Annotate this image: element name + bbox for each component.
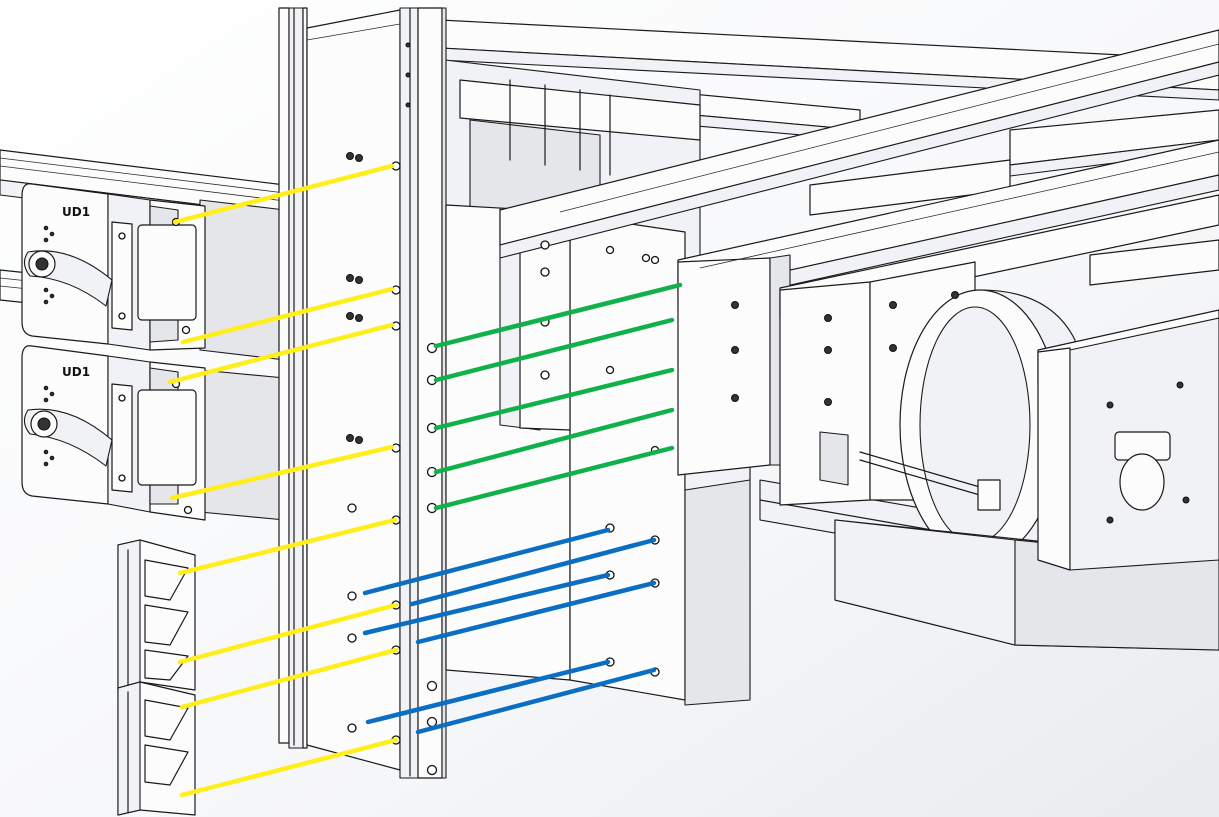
unit-label-upper: UD1 bbox=[62, 205, 90, 219]
yellow-connector-line-3 bbox=[167, 322, 395, 385]
blue-connector-line-4 bbox=[415, 580, 657, 645]
yellow-connector-line-8 bbox=[179, 737, 399, 798]
green-connector-line-1 bbox=[433, 282, 683, 349]
cable-bracket-lower bbox=[117, 681, 196, 816]
yellow-connector-line-5 bbox=[177, 517, 398, 576]
cable-bracket-upper bbox=[117, 539, 196, 691]
blue-connector-line-5 bbox=[365, 659, 611, 725]
yellow-connector-line-1 bbox=[172, 163, 395, 225]
yellow-connector-line-2 bbox=[180, 286, 395, 345]
rack-post-right bbox=[399, 7, 447, 779]
right-enclosure bbox=[1037, 309, 1219, 571]
yellow-connector-line-4 bbox=[169, 444, 395, 501]
green-connector-line-3 bbox=[433, 367, 675, 431]
green-connector-line-4 bbox=[433, 407, 675, 475]
mounting-plate bbox=[306, 9, 401, 771]
connector-lines bbox=[167, 163, 683, 798]
blue-connector-line-3 bbox=[362, 572, 611, 636]
green-connector-line-2 bbox=[433, 317, 675, 383]
blue-connector-line-1 bbox=[362, 527, 611, 596]
unit-label-lower: UD1 bbox=[62, 365, 90, 379]
beam-rear-top bbox=[499, 29, 1219, 259]
green-connector-line-5 bbox=[433, 445, 675, 511]
left-chassis bbox=[0, 149, 286, 521]
device-unit-upper: UD1 bbox=[21, 183, 206, 351]
yellow-connector-line-7 bbox=[179, 647, 399, 710]
device-unit-lower: UD1 bbox=[21, 345, 206, 521]
blue-connector-line-6 bbox=[415, 667, 657, 735]
blue-connector-line-2 bbox=[409, 537, 657, 607]
yellow-connector-line-6 bbox=[177, 602, 399, 665]
